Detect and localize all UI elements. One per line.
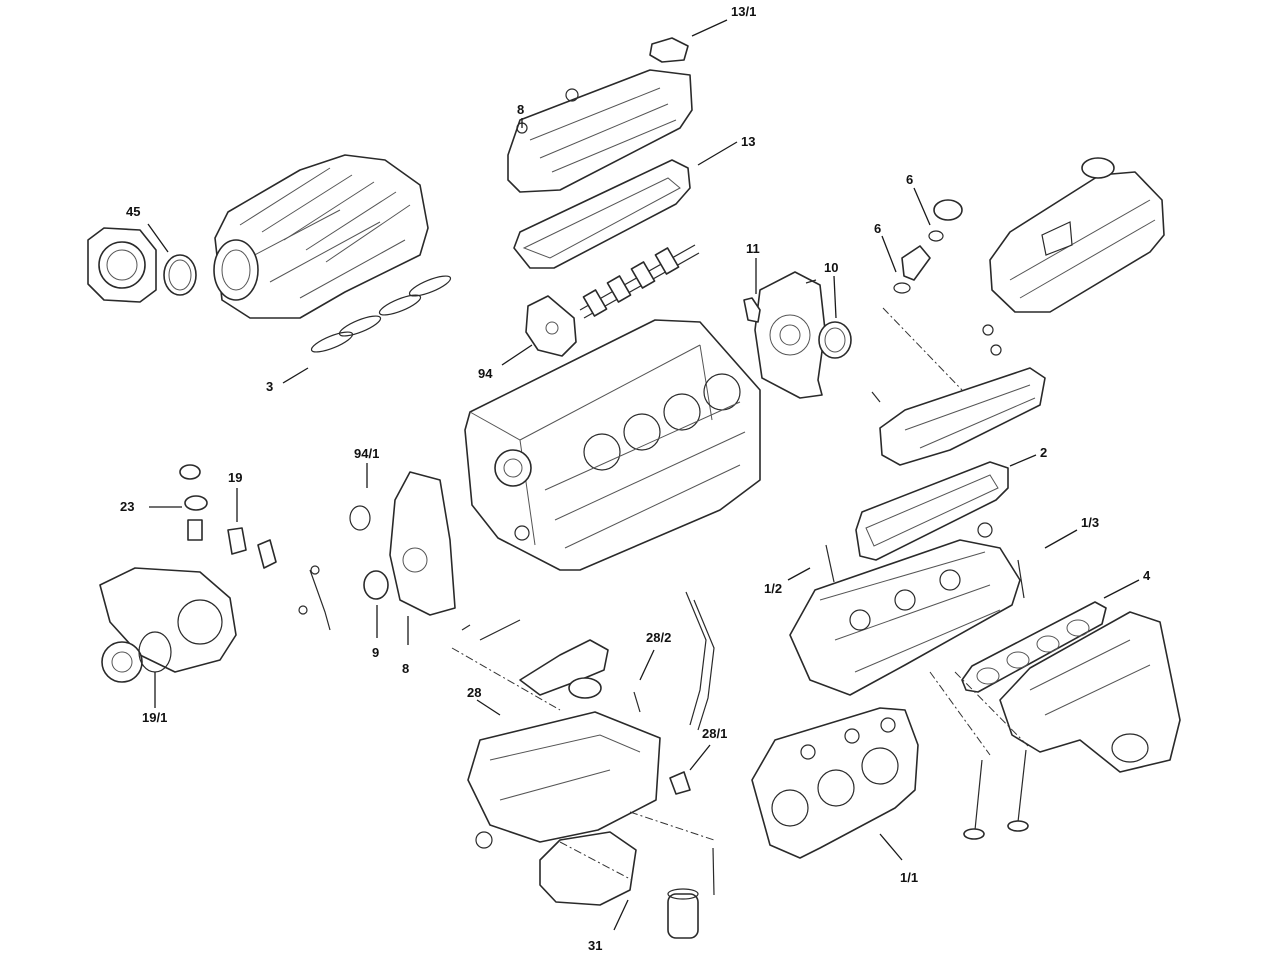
head-bolt-left — [825, 544, 835, 583]
callout-23: 23 — [120, 499, 134, 514]
oil-filter — [667, 888, 699, 939]
water-pump — [99, 567, 237, 683]
intake-port-gaskets — [310, 275, 452, 353]
dipstick — [685, 591, 715, 731]
valley-cover — [507, 69, 693, 193]
callout-19-1: 19/1 — [142, 710, 167, 725]
rocker-rail — [871, 324, 1046, 466]
oil-fill-tube — [893, 245, 931, 294]
front-cover-seal — [349, 505, 389, 600]
crank-sensor — [298, 565, 331, 631]
camshaft-plate — [525, 295, 577, 357]
intake-manifold — [213, 154, 429, 319]
oil-pan — [467, 711, 661, 849]
callout-2: 2 — [1040, 445, 1047, 460]
callout-1-2: 1/2 — [764, 581, 782, 596]
callout-6-lower: 6 — [874, 221, 881, 236]
water-pump-fitting — [257, 539, 277, 569]
callout-11: 11 — [746, 241, 760, 256]
valley-cover-seal — [649, 37, 689, 63]
right-valve-cover — [989, 157, 1165, 313]
oil-pickup-tube — [461, 619, 609, 699]
bolt-top — [805, 279, 817, 284]
callout-labels: 13/1 8 13 45 6 6 11 10 3 94 94/1 2 23 19… — [120, 4, 1151, 953]
callout-45: 45 — [126, 204, 140, 219]
callout-1-1: 1/1 — [900, 870, 918, 885]
thermostat-housing — [179, 464, 208, 541]
engine-block — [464, 319, 761, 571]
timing-cover — [754, 271, 826, 399]
camshaft — [579, 244, 700, 319]
throttle-body-gasket — [163, 254, 197, 296]
cylinder-head — [789, 522, 1021, 696]
oil-fill-cap — [928, 199, 963, 242]
front-cover — [389, 471, 456, 616]
leader-lines — [147, 19, 1140, 931]
callout-28-1: 28/1 — [702, 726, 727, 741]
callout-3: 3 — [266, 379, 273, 394]
callout-10: 10 — [824, 260, 838, 275]
callout-94-1: 94/1 — [354, 446, 379, 461]
valve-cover-gasket — [855, 461, 1009, 561]
head-bolt-right — [1017, 559, 1025, 599]
oil-pan-bolt — [712, 847, 715, 896]
callout-8-lower: 8 — [402, 661, 409, 676]
callout-28: 28 — [467, 685, 481, 700]
sensor-19 — [227, 527, 247, 555]
valves — [963, 749, 1029, 840]
callout-13-1: 13/1 — [731, 4, 756, 19]
exhaust-manifold — [999, 611, 1181, 773]
valley-cover-gasket — [513, 159, 691, 269]
head-gasket — [751, 707, 919, 859]
callout-13: 13 — [741, 134, 755, 149]
callout-28-2: 28/2 — [646, 630, 671, 645]
oil-drain-plug — [633, 691, 641, 713]
gasket-11 — [743, 297, 761, 323]
callout-1-3: 1/3 — [1081, 515, 1099, 530]
callout-4: 4 — [1143, 568, 1151, 583]
oil-pan-lower — [539, 831, 637, 906]
callout-31: 31 — [588, 938, 602, 953]
callout-9: 9 — [372, 645, 379, 660]
alignment-lines — [451, 307, 1031, 881]
callout-8-top: 8 — [517, 102, 524, 117]
exhaust-manifold-gasket — [961, 601, 1107, 693]
throttle-body — [87, 227, 157, 303]
front-seal-10 — [818, 321, 852, 359]
oil-pressure-sensor — [669, 771, 691, 795]
callout-94: 94 — [478, 366, 493, 381]
callout-19: 19 — [228, 470, 242, 485]
callout-6-upper: 6 — [906, 172, 913, 187]
